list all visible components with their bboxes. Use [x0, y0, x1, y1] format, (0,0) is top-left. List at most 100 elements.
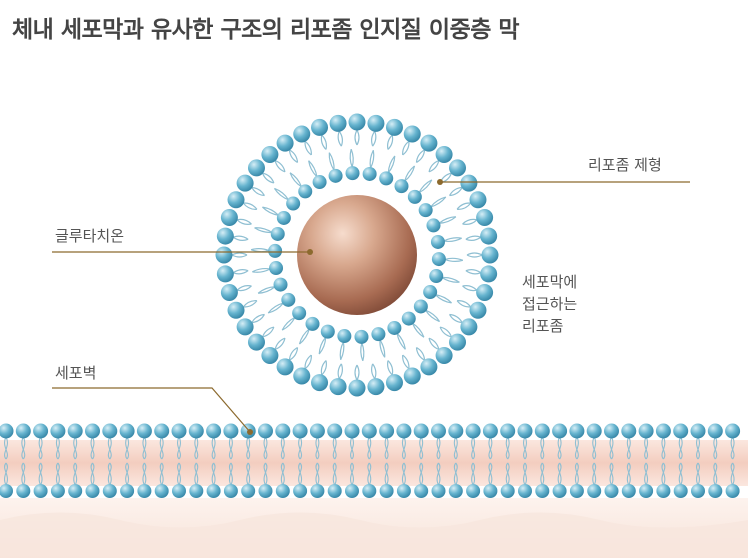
lipid-head	[189, 484, 204, 498]
lipid-tail	[177, 462, 181, 486]
lipid-head	[275, 423, 291, 439]
lipid-tail	[367, 462, 372, 486]
lipid-tail	[73, 436, 78, 460]
lipid-head	[587, 484, 602, 498]
lipid-head	[535, 484, 550, 498]
lipid-head	[708, 484, 723, 498]
lipid-tail	[332, 436, 337, 460]
lipid-tail	[387, 134, 394, 150]
lipid-head	[500, 423, 516, 439]
lipid-tail	[453, 462, 458, 486]
lipid-head	[482, 423, 498, 439]
lipid-head	[276, 210, 291, 225]
lipid-head	[431, 423, 446, 439]
lipid-tail	[315, 436, 320, 460]
lipid-head	[466, 484, 481, 498]
lipid-tail	[261, 326, 275, 338]
lipid-tail	[194, 462, 199, 486]
lipid-tail	[318, 337, 327, 355]
lipid-head	[236, 174, 254, 192]
membrane-band	[0, 440, 748, 486]
lipid-head	[481, 246, 499, 264]
lipid-head	[85, 484, 100, 498]
lipid-tail	[678, 436, 683, 460]
lipid-tail	[574, 436, 579, 460]
lipid-tail	[438, 216, 456, 224]
lipid-head	[435, 347, 453, 365]
label-cell-wall: 세포벽	[55, 364, 97, 382]
lipid-tail	[236, 285, 252, 292]
lipid-tail	[298, 462, 303, 486]
lipid-tail	[371, 130, 376, 147]
lipid-head	[269, 261, 284, 276]
lipid-tail	[488, 436, 493, 460]
lipid-tail	[462, 218, 478, 225]
lipid-tail	[449, 314, 463, 324]
lipid-head	[621, 484, 636, 498]
lipid-tail	[626, 462, 631, 486]
lipid-head	[206, 484, 221, 498]
lipid-tail	[243, 300, 258, 308]
lipid-tail	[337, 131, 342, 147]
lipid-tail	[418, 179, 433, 194]
lipid-tail	[462, 285, 478, 292]
lipid-head	[673, 484, 688, 498]
lipid-tail	[419, 462, 424, 486]
lipid-tail	[439, 216, 457, 224]
lipid-tail	[465, 270, 481, 275]
lipid-tail	[273, 188, 289, 201]
lipid-tail	[644, 436, 649, 460]
lipid-tail	[233, 235, 249, 240]
lipid-tail	[274, 160, 286, 173]
lipid-tail	[462, 219, 478, 225]
lipid-tail	[274, 337, 286, 351]
lipid-tail	[439, 326, 452, 338]
lipid-tail	[730, 436, 735, 460]
cell-wall-tails	[4, 436, 735, 486]
lipid-head	[362, 166, 377, 181]
lipid-head	[655, 423, 671, 439]
lipid-head	[276, 134, 294, 152]
lipid-head	[449, 159, 467, 177]
lipid-tail	[592, 462, 597, 486]
lipid-tail	[444, 258, 464, 262]
lipid-head	[337, 329, 352, 344]
lipid-head	[396, 484, 411, 498]
lipid-tail	[274, 159, 286, 173]
lipid-tail	[55, 462, 60, 486]
lipid-tail	[416, 149, 426, 163]
lipid-head	[258, 484, 273, 498]
lipid-tail	[609, 436, 614, 460]
lipid-tail	[308, 160, 318, 178]
lipid-tail	[232, 236, 249, 241]
lipid-tail	[337, 363, 342, 379]
lipid-tail	[419, 436, 424, 460]
lipid-tail	[320, 360, 327, 376]
lipid-head	[311, 374, 329, 392]
lipid-tail	[211, 462, 216, 486]
lipid-head	[604, 484, 619, 498]
lipid-tail	[304, 355, 312, 370]
lipid-head	[16, 484, 31, 498]
lipid-tail	[320, 134, 327, 150]
lipid-tail	[350, 462, 354, 486]
lipid-tail	[523, 436, 527, 460]
lipid-tail	[250, 248, 270, 252]
lipid-head	[465, 423, 481, 439]
lipid-tail	[288, 149, 298, 163]
lipid-head	[286, 196, 301, 211]
lipid-tail	[258, 286, 276, 294]
lipid-tail	[254, 227, 272, 234]
lipid-head	[345, 484, 359, 498]
lipid-tail	[488, 462, 493, 486]
lipid-tail	[232, 269, 249, 274]
lipid-head	[534, 423, 550, 439]
lipid-head	[418, 203, 433, 218]
lipid-tail	[574, 462, 579, 486]
lipid-tail	[644, 462, 649, 486]
lipid-head	[431, 252, 446, 267]
lipid-head	[236, 318, 254, 336]
lipid-head	[247, 333, 265, 351]
lipid-head	[261, 347, 279, 365]
lipid-tail	[308, 160, 318, 177]
